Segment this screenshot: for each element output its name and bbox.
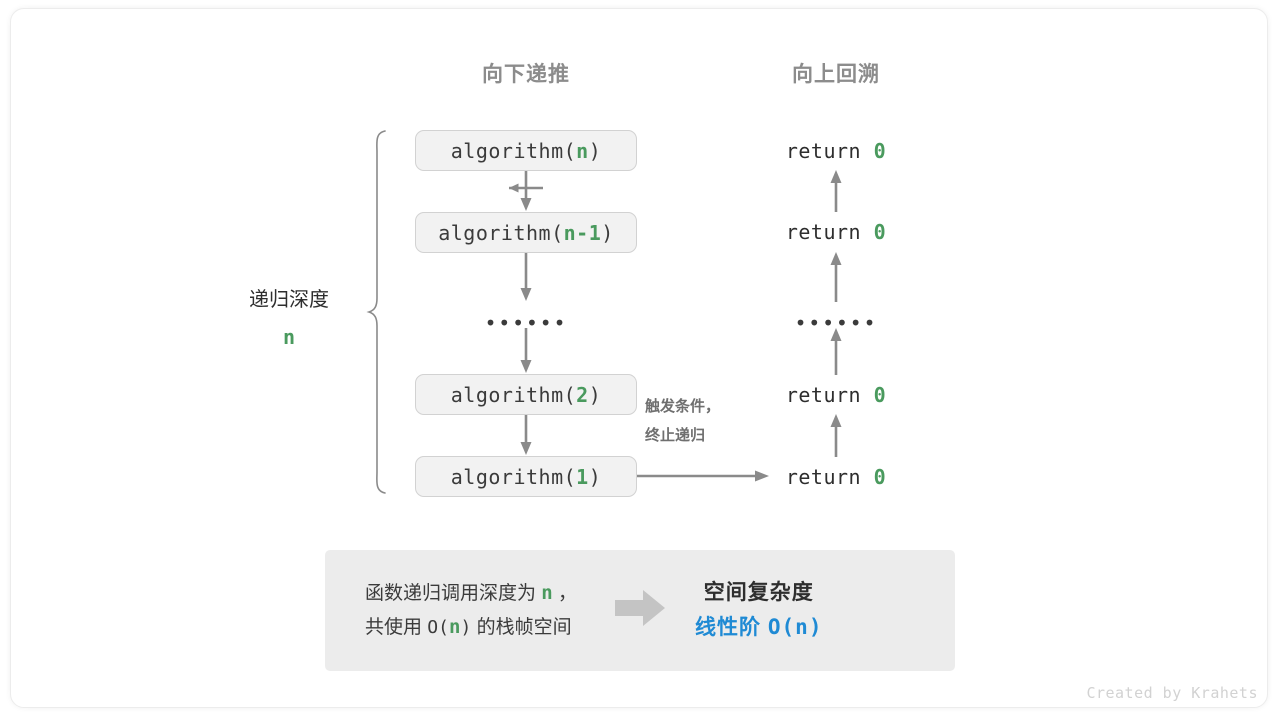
return-label-third: return 0 <box>786 383 886 407</box>
call-box-n[interactable]: algorithm(n) <box>415 130 637 171</box>
recursion-depth-title: 递归深度 <box>249 289 329 311</box>
call-box-fn: algorithm( <box>450 464 577 489</box>
summary-complexity-value: 线性阶 O(n) <box>695 610 822 645</box>
call-box-fn: algorithm( <box>438 220 564 245</box>
summary-left-line2: 共使用 O(n) 的栈帧空间 <box>365 611 577 644</box>
return-label-second: return 0 <box>786 220 886 244</box>
call-box-close: ) <box>588 382 602 407</box>
return-value: 0 <box>873 220 887 244</box>
return-keyword: return <box>785 383 862 407</box>
summary-complexity-label: 线性阶 <box>695 616 762 639</box>
column-header-recurse: 向下递推 <box>482 63 570 86</box>
call-box-arg: 1 <box>576 464 589 489</box>
right-block-arrow-icon <box>613 588 667 633</box>
summary-line2-bigo-open: O( <box>427 616 449 638</box>
return-label-top: return 0 <box>786 139 886 163</box>
summary-right-text: 空间复杂度 线性阶 O(n) <box>695 576 822 645</box>
summary-line2-text-a: 共使用 <box>365 616 423 638</box>
summary-complexity-expr: O(n) <box>767 615 823 639</box>
summary-line2-n: n <box>448 615 461 638</box>
return-value: 0 <box>873 139 887 163</box>
summary-line1-text-b: ， <box>558 583 578 605</box>
return-value: 0 <box>873 383 887 407</box>
call-box-arg: n-1 <box>563 220 602 245</box>
summary-complexity-title: 空间复杂度 <box>703 580 814 604</box>
return-stack-ellipsis: •••••• <box>794 311 878 335</box>
return-keyword: return <box>785 465 862 489</box>
call-box-fn: algorithm( <box>450 138 577 163</box>
summary-line1-n: n <box>541 582 553 605</box>
summary-line1-text-a: 函数递归调用深度为 <box>365 583 537 605</box>
column-header-return: 向上回溯 <box>792 63 880 86</box>
summary-left-text: 函数递归调用深度为 n ， 共使用 O(n) 的栈帧空间 <box>365 577 577 644</box>
call-stack-ellipsis: •••••• <box>484 311 568 335</box>
call-box-arg: 2 <box>576 382 589 407</box>
summary-line2-text-b: 的栈帧空间 <box>476 616 572 638</box>
return-label-base: return 0 <box>786 465 886 489</box>
recursion-depth-value: n <box>282 325 296 349</box>
base-case-note-line1: 触发条件， <box>645 398 721 415</box>
return-keyword: return <box>785 220 862 244</box>
return-value: 0 <box>873 465 887 489</box>
recursion-depth-label: 递归深度 n <box>228 282 350 356</box>
call-box-fn: algorithm( <box>450 382 577 407</box>
summary-left-line1: 函数递归调用深度为 n ， <box>365 577 577 610</box>
call-box-close: ) <box>601 220 614 245</box>
base-case-note: 触发条件， 终止递归 <box>645 392 720 451</box>
call-box-close: ) <box>588 464 602 489</box>
call-box-n-1[interactable]: algorithm(n-1) <box>415 212 637 253</box>
summary-panel: 函数递归调用深度为 n ， 共使用 O(n) 的栈帧空间 空间复杂度 线性阶 O… <box>325 550 955 671</box>
call-box-arg: n <box>576 138 589 163</box>
call-box-close: ) <box>588 138 602 163</box>
return-keyword: return <box>785 139 862 163</box>
call-box-2[interactable]: algorithm(2) <box>415 374 637 415</box>
summary-line2-bigo-close: ) <box>460 616 472 638</box>
footer-credit: Created by Krahets <box>1086 684 1258 702</box>
base-case-note-line2: 终止递归 <box>645 427 706 445</box>
call-box-1[interactable]: algorithm(1) <box>415 456 637 497</box>
